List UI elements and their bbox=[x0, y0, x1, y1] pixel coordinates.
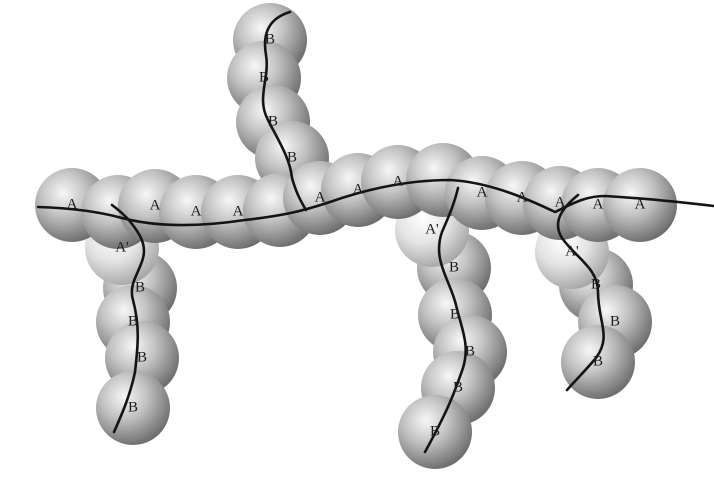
top-branch-bead-4-label: B bbox=[287, 149, 297, 165]
right-branch-bead-2-label: B bbox=[610, 313, 620, 329]
top-branch-bead-1-label: B bbox=[265, 31, 275, 47]
left-branch-bead-3-label: B bbox=[137, 349, 147, 365]
middle-branch-bead-1-label: B bbox=[449, 259, 459, 275]
left-branch-bead-2-label: B bbox=[128, 313, 138, 329]
middle-branch-bead-2-label: B bbox=[450, 306, 460, 322]
middle-branch-bead-5-label: B bbox=[430, 423, 440, 439]
backbone-bead-9-label: A bbox=[393, 173, 404, 189]
right-branch-junction-bead-label: A' bbox=[565, 243, 579, 259]
backbone-bead-14-label: A bbox=[593, 196, 604, 212]
backbone-bead-1-label: A bbox=[67, 196, 78, 212]
left-branch-bead-4-label: B bbox=[128, 399, 138, 415]
middle-branch-bead-4-label: B bbox=[453, 379, 463, 395]
backbone-bead-11-label: A bbox=[477, 184, 488, 200]
right-branch-bead-1-label: B bbox=[591, 276, 601, 292]
left-branch-junction-bead-label: A' bbox=[115, 239, 129, 255]
backbone-bead-13-label: A bbox=[555, 194, 566, 210]
backbone-bead-4-label: A bbox=[191, 203, 202, 219]
middle-branch-junction-bead-label: A' bbox=[425, 221, 439, 237]
top-branch-bead-3-label: B bbox=[268, 113, 278, 129]
backbone-bead-8-label: A bbox=[353, 181, 364, 197]
top-branch-bead-2-label: B bbox=[259, 69, 269, 85]
right-branch-bead-3-label: B bbox=[593, 353, 603, 369]
backbone-bead-15-label: A bbox=[635, 196, 646, 212]
backbone-bead-3-label: A bbox=[150, 197, 161, 213]
middle-branch-bead-3-label: B bbox=[465, 343, 475, 359]
backbone-bead-12-label: A bbox=[517, 189, 528, 205]
left-branch-bead-1-label: B bbox=[135, 279, 145, 295]
backbone-bead-5-label: A bbox=[233, 203, 244, 219]
backbone-bead-7-label: A bbox=[315, 189, 326, 205]
